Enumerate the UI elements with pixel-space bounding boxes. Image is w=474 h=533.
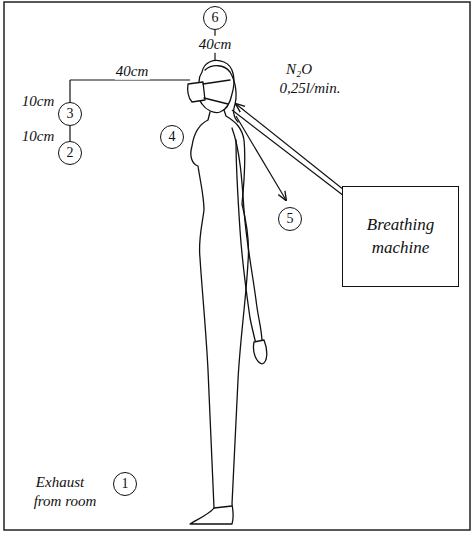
woman-figure — [188, 60, 267, 524]
callout-number-text: 2 — [67, 145, 74, 161]
connector-line — [69, 126, 70, 141]
mask — [188, 82, 205, 102]
box-label: Breathing machine — [349, 214, 452, 258]
callout-number-text: 4 — [169, 129, 176, 145]
gas-label: N₂O — [285, 61, 313, 78]
callout-number-text: 6 — [212, 10, 219, 26]
dimension-line — [69, 80, 70, 103]
dimension-label: 10cm — [21, 93, 56, 110]
callout-number-text: 1 — [122, 476, 129, 492]
callout-number: 3 — [58, 102, 82, 126]
frame — [4, 2, 470, 530]
callout-number: 6 — [203, 6, 227, 30]
dimension-label: 40cm — [198, 36, 233, 53]
flow-label: 0,25l/min. — [279, 80, 342, 97]
dimension-label: 40cm — [115, 63, 150, 80]
location-label: from room — [33, 493, 98, 510]
callout-number-text: 5 — [287, 211, 294, 227]
machine-box: Breathing machine — [342, 186, 459, 287]
location-label: Exhaust — [35, 474, 85, 491]
dimension-label: 10cm — [21, 128, 56, 145]
callout-number: 2 — [58, 141, 82, 165]
callout-number: 4 — [160, 125, 184, 149]
dimension-line — [70, 79, 190, 80]
breathing-tube — [232, 104, 344, 200]
callout-number-text: 3 — [67, 106, 74, 122]
callout-number: 5 — [278, 207, 302, 231]
callout-number: 1 — [113, 472, 137, 496]
